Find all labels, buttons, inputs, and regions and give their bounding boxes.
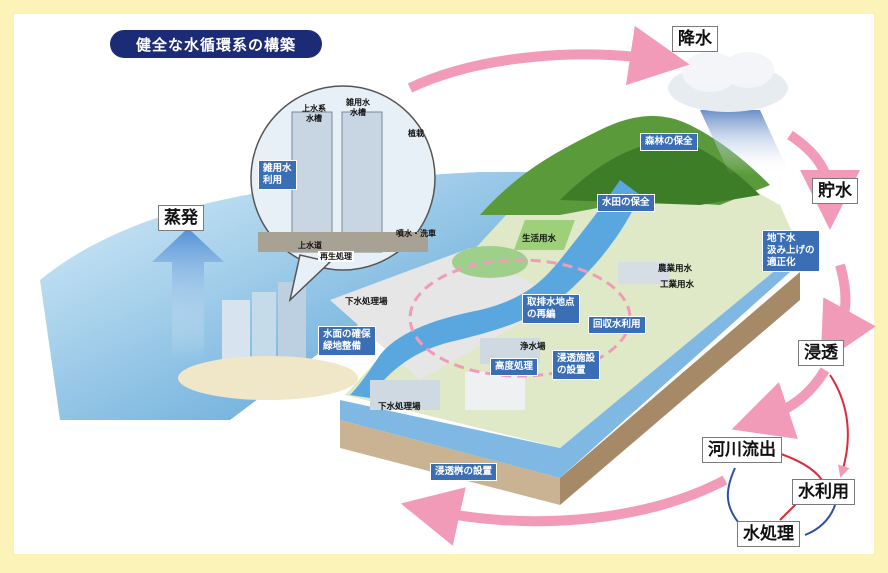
arrow-infiltration-to-wateruse [829, 374, 850, 478]
label-sewage-plant-bottom: 下水処理場 [378, 402, 421, 412]
paddy-fields [514, 220, 575, 250]
arrow-infiltration-to-river [731, 367, 830, 439]
label-agricultural-water: 農業用水 [658, 264, 693, 274]
label-upper-tank: 上水系 水槽 [302, 104, 326, 123]
label-advanced-treatment: 高度処理 [490, 358, 539, 376]
label-fountain-carwash: 噴水・洗車 [396, 229, 436, 238]
forest-mountain-dark [560, 140, 760, 205]
label-groundwater: 地下水 汲み上げの 適正化 [762, 230, 820, 272]
label-waterfront: 水面の確保 緑地整備 [318, 326, 376, 356]
shore-island [178, 356, 358, 400]
evaporation-arrow [152, 228, 224, 360]
label-infiltration: 浸透 [798, 340, 844, 366]
inset-callout-tail [288, 254, 332, 303]
arrow-river-to-sea [400, 475, 728, 546]
arrow-evap-to-rain [407, 25, 690, 93]
arrow-storage-to-infiltration [820, 263, 876, 365]
label-water-use: 水利用 [792, 479, 855, 505]
factory [618, 262, 670, 284]
city-area [330, 248, 560, 380]
label-intake-reorg: 取排水地点 の再編 [522, 294, 580, 324]
ground-side [560, 272, 800, 505]
rain-streaks [700, 110, 790, 175]
label-rain: 降水 [672, 26, 718, 52]
label-forest-conservation: 森林の保全 [640, 133, 698, 151]
inset-building-left [291, 111, 333, 253]
towers-mid [252, 292, 276, 368]
label-purification-plant: 浄水場 [520, 342, 546, 352]
towers-left [222, 300, 250, 368]
label-domestic-water: 生活用水 [522, 234, 557, 244]
label-paddy-conservation: 水田の保全 [597, 194, 655, 212]
label-water-main: 上水道 [298, 241, 322, 250]
cloud-top2 [722, 52, 774, 88]
label-industrial-water: 工業用水 [660, 280, 695, 290]
ground-cross-section [340, 420, 560, 505]
label-recovered-water: 回収水利用 [588, 316, 646, 334]
warehouse [465, 372, 525, 410]
inset-building-right [341, 111, 383, 253]
label-sewage-plant-top: 下水処理場 [345, 297, 388, 307]
inset-ground [258, 232, 428, 252]
label-misc-tank: 雑用水 水槽 [346, 98, 370, 117]
label-planting: 植栽 [408, 129, 424, 138]
label-storage: 貯水 [812, 178, 858, 204]
label-recycling: 再生処理 [318, 251, 354, 262]
arrow-treatment-to-river [726, 467, 739, 523]
label-misc-water-use: 雑用水 利用 [258, 160, 297, 190]
cloud-top [682, 52, 738, 92]
arrow-river-to-wateruse [774, 451, 823, 481]
label-river-outflow: 河川流出 [702, 437, 782, 463]
page-title: 健全な水循環系の構築 [110, 30, 322, 58]
arrow-wateruse-to-treatment [804, 504, 836, 536]
label-evaporation: 蒸発 [158, 205, 204, 231]
label-infiltration-inlet: 浸透桝の設置 [430, 463, 498, 481]
sewage-plant-1 [370, 380, 440, 410]
label-water-treatment: 水処理 [737, 521, 800, 547]
label-infiltration-facility: 浸透施設 の設置 [552, 350, 601, 380]
